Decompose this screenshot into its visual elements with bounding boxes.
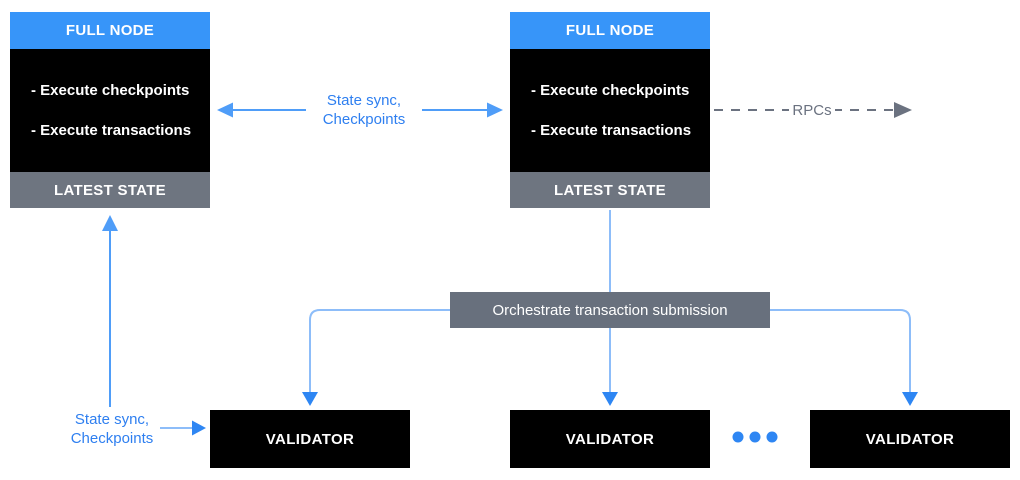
- state-sync-bottom-label-line1: State sync,: [74, 411, 150, 428]
- node-item: - Execute checkpoints: [531, 82, 690, 99]
- validator-box-2: VALIDATOR: [510, 410, 710, 468]
- full-node-left-body: - Execute checkpoints - Execute transact…: [10, 49, 210, 172]
- orchestrator-to-validator1-arrow: [302, 309, 450, 406]
- full-node-right: FULL NODE - Execute checkpoints - Execut…: [510, 12, 710, 208]
- state-sync-top-label-line1: State sync,: [326, 92, 402, 109]
- validator-box-1: VALIDATOR: [210, 410, 410, 468]
- ellipsis-dots: [732, 431, 778, 443]
- orchestrator-to-validator3-arrow: [770, 309, 918, 406]
- node-item: - Execute checkpoints: [31, 82, 190, 99]
- node-item: - Execute transactions: [531, 122, 692, 139]
- node-item: - Execute transactions: [31, 122, 192, 139]
- validator-to-fullnode-up-arrow: [102, 215, 118, 407]
- full-node-left-latest-state: LATEST STATE: [10, 172, 210, 208]
- full-node-right-title: FULL NODE: [510, 12, 710, 49]
- rpcs-label: RPCs: [789, 101, 835, 120]
- full-node-right-body: - Execute checkpoints - Execute transact…: [510, 49, 710, 172]
- validator-box-3: VALIDATOR: [810, 410, 1010, 468]
- full-node-left: FULL NODE - Execute checkpoints - Execut…: [10, 12, 210, 208]
- state-sync-top-label: State sync, Checkpoints: [306, 91, 422, 129]
- state-sync-top-label-line2: Checkpoints: [322, 111, 406, 128]
- full-node-left-title: FULL NODE: [10, 12, 210, 49]
- state-sync-bottom-label: State sync, Checkpoints: [52, 410, 172, 448]
- orchestrator-box: Orchestrate transaction submission: [450, 292, 770, 328]
- state-sync-bottom-label-line2: Checkpoints: [70, 430, 154, 447]
- state-sync-to-validator-arrow: [160, 420, 206, 436]
- full-node-right-latest-state: LATEST STATE: [510, 172, 710, 208]
- orchestrator-to-validator2-arrow: [602, 328, 618, 406]
